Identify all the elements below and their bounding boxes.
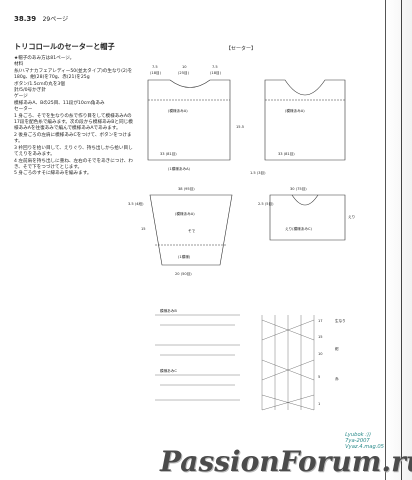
sleeve-left-dims: 3.5 (4段): [128, 201, 144, 206]
watermark: PassionForum.ru: [160, 445, 412, 478]
chart-label: 模様あみC: [160, 368, 177, 373]
instruction-line: 1 身ごろ、そでを生なりの糸で作り目をして模様あみAの17段を配色糸で編みます。…: [14, 113, 133, 132]
instruction-line: 材料: [14, 62, 24, 68]
sleeve-pattern: (模様あみA): [175, 211, 195, 216]
pattern-title: トリコロールのセーターと帽子: [14, 42, 115, 51]
front-small-label: 1.5 (3目): [250, 170, 266, 175]
instruction-line: 2 後身ごろの左肩に模様あみCをつけて、ボタンをつけます。: [14, 132, 132, 145]
collar-edge: えり: [348, 214, 355, 219]
dim-label: (18目): [210, 70, 222, 75]
back-body-outline: [147, 79, 231, 161]
instruction-line: 模様あみA、Bの25目、11段が10cm角あみ: [14, 100, 105, 106]
instruction-line: セーター: [14, 107, 33, 113]
collar-dims: 30 (75目): [290, 186, 307, 191]
collar-tab: 2.5 (5目): [258, 201, 274, 206]
chart-color: 赤: [335, 376, 339, 381]
chart-row: 10: [318, 352, 323, 356]
signature-line: Lyubok :)): [345, 432, 372, 438]
pattern-label: (模様あみA): [168, 108, 188, 113]
instruction-line: ボタン/1.5cmの丸を3個: [14, 81, 65, 87]
front-body-outline: [264, 79, 346, 161]
width-label: 33 (81目): [160, 151, 177, 156]
sleeve-height: 15: [141, 227, 146, 231]
sleeve-label: そで: [188, 228, 196, 233]
chart-row: 1: [318, 402, 320, 406]
width-label: 33 (81目): [278, 151, 295, 156]
instructions: ★帽子のあみ方は81ページ。 材料 糸/ハマナカフェアレディー50(並太タイプ)…: [14, 56, 134, 178]
sleeve-outline: [149, 194, 233, 266]
signature-line: Vyaz.4.mag.05: [345, 444, 384, 450]
collar-pattern: えり(模様あみC): [285, 226, 312, 231]
pattern-label: (模様あみA): [285, 108, 305, 113]
page-code: 38.39: [14, 15, 37, 23]
page-ref: 29ページ: [42, 16, 69, 23]
instruction-line: 3 衿回りを拾い目して、えりぐり、持ち出しから拾い目してえりをあみます。: [14, 145, 133, 158]
page-header: 38.39 29ページ: [14, 14, 68, 23]
dim-label: (18目): [150, 70, 162, 75]
instruction-line: 糸/ハマナカフェアレディー50(並太タイプ)の生なり(2)を180g、紺(28)…: [14, 68, 133, 81]
stitch-chart: [155, 314, 315, 411]
book-spine: [385, 0, 412, 480]
chart-row: 17: [318, 319, 323, 323]
dim-label: 7.5: [152, 65, 158, 69]
sleeve-bottom: (1模様): [178, 254, 191, 259]
dim-label: 7.5: [212, 65, 218, 69]
instruction-line: ★帽子のあみ方は81ページ。: [14, 56, 75, 61]
chart-row: 15: [318, 335, 323, 339]
dim-label: (25目): [178, 70, 190, 75]
hem-label: (1模様あみA): [168, 166, 191, 171]
height-label: 15.5: [236, 125, 244, 129]
instruction-line: ゲージ: [14, 94, 28, 100]
chart-label: 模様あみB: [160, 308, 177, 313]
signature-line: 7ya-2007: [345, 438, 370, 444]
chart-row: 5: [318, 375, 320, 379]
instruction-line: 5 身ごろのすそに縁あみを編みます。: [14, 171, 92, 177]
signature: Lyubok :)) 7ya-2007 Vyaz.4.mag.05: [345, 432, 384, 450]
instruction-line: 針/5/0号かぎ針: [14, 88, 46, 94]
sleeve-cuff: 20 (50目): [175, 271, 192, 276]
instruction-line: 4 左前肩を持ち出しに重ね、左右のそでをあきにつけ、わき、そで下をつづけてとじま…: [14, 158, 133, 170]
chart-color: 生なり: [335, 318, 346, 323]
dim-label: 10: [182, 65, 187, 69]
section-label: 【セーター】: [226, 46, 257, 52]
sleeve-width: 38 (95目): [178, 186, 195, 191]
collar-outline: [269, 194, 346, 241]
chart-color: 紺: [335, 346, 339, 351]
